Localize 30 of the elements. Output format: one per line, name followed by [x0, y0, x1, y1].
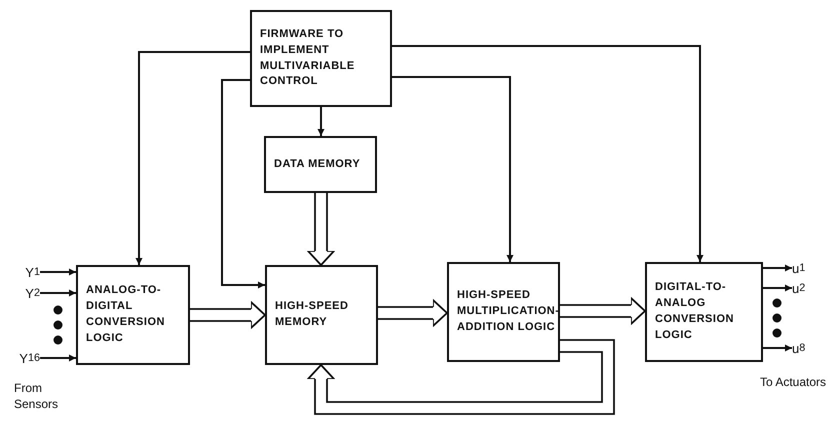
io-caption: To Actuators [760, 374, 828, 390]
bus-arrow [560, 297, 646, 325]
box-text: DIGITAL-TO-ANALOG CONVERSION LOGIC [655, 280, 735, 343]
bus-arrow [190, 301, 266, 329]
arrow [221, 79, 265, 288]
arrow [763, 264, 792, 272]
box-text: DATA MEMORY [274, 156, 360, 172]
arrow [763, 344, 792, 352]
process-box [76, 265, 190, 365]
bus-arrow [307, 193, 335, 266]
process-box [250, 10, 392, 107]
arrow [40, 268, 76, 276]
arrow [318, 107, 324, 136]
process-box [264, 136, 377, 193]
box-text: ANALOG-TO-DIGITAL CONVERSION LOGIC [86, 283, 166, 346]
arrow [40, 290, 76, 296]
box-text: HIGH-SPEED MEMORY [275, 299, 350, 330]
arrow [40, 354, 76, 362]
process-box [645, 262, 763, 362]
arrow [763, 284, 792, 292]
bus-arrow [307, 339, 615, 415]
box-text: HIGH-SPEED MULTIPLICATION-ADDITION LOGIC [457, 288, 560, 335]
box-text: FIRMWARE TO IMPLEMENT MULTIVARIABLE CONTROL [260, 26, 356, 90]
arrow [392, 45, 704, 262]
process-box [265, 265, 378, 365]
arrow [136, 51, 250, 265]
io-caption: From Sensors [14, 380, 60, 412]
arrow [392, 76, 514, 262]
process-box [447, 262, 560, 362]
bus-arrow [378, 299, 448, 327]
